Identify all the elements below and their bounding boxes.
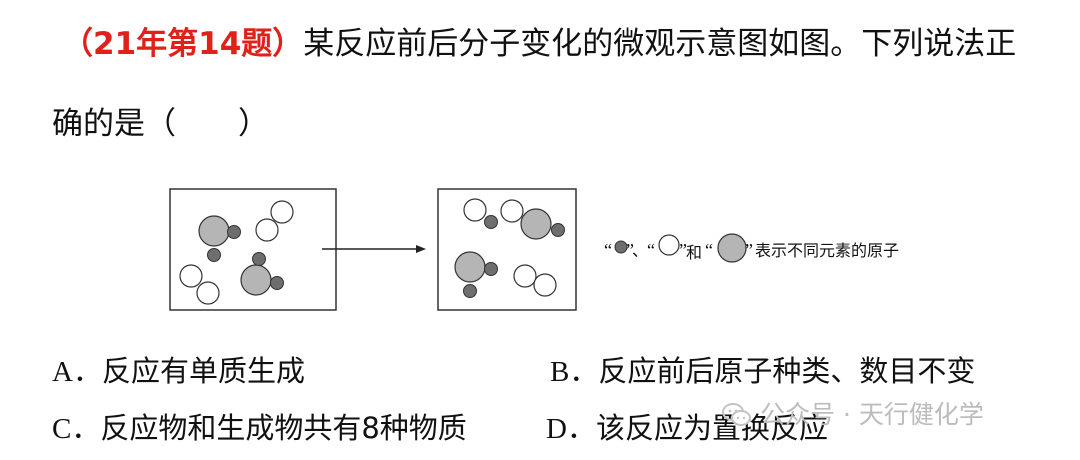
svg-text:“: “	[604, 240, 612, 260]
legend-description: 表示不同元素的原子	[755, 241, 899, 260]
large-atom	[454, 251, 486, 283]
reactant-molecule-white-white	[255, 200, 294, 242]
legend-separator-2: 和	[686, 243, 702, 262]
option-c[interactable]: C．反应物和生成物共有8种物质	[52, 408, 467, 449]
question-line-2: 确的是（ ）	[52, 106, 269, 142]
small-atom	[270, 276, 284, 290]
white-atom	[179, 264, 203, 288]
option-d-letter: D．	[546, 413, 596, 445]
option-b-text: 反应前后原子种类、数目不变	[598, 354, 976, 388]
option-a-text: 反应有单质生成	[101, 354, 305, 388]
option-b-letter: B．	[550, 356, 599, 388]
product-molecule-white-large-small	[500, 199, 565, 240]
watermark: 公众号 · 天行健化学	[722, 398, 984, 432]
svg-text:”: ”	[679, 240, 687, 260]
svg-text:”: ”	[626, 240, 634, 260]
question-line-1: （21年第14题）某反应前后分子变化的微观示意图如图。下列说法正	[62, 22, 1016, 66]
small-atom	[227, 225, 241, 239]
white-atom	[463, 198, 487, 222]
product-molecule-white-white	[513, 264, 557, 297]
option-a-letter: A．	[52, 356, 102, 388]
legend-large-atom	[717, 233, 747, 263]
small-atom	[484, 215, 498, 229]
white-atom	[255, 218, 279, 242]
small-atom	[551, 223, 565, 237]
small-atom	[484, 262, 498, 276]
svg-text:”: ”	[745, 240, 753, 260]
reactant-molecule-large-small-small	[198, 215, 241, 262]
option-d-text: 该反应为置换反应	[595, 411, 828, 445]
small-atom	[252, 252, 266, 266]
option-a[interactable]: A．反应有单质生成	[52, 351, 305, 392]
product-molecule-white-small	[463, 198, 498, 229]
legend-separator-1: 、	[632, 241, 648, 260]
question-text-1: 某反应前后分子变化的微观示意图如图。下列说法正	[303, 26, 1017, 62]
reactant-molecule-white-white	[179, 264, 220, 305]
large-atom	[520, 208, 552, 240]
white-atom	[196, 281, 220, 305]
product-molecule-large-small-small	[454, 251, 498, 298]
reaction-diagram: “ ” 、 “ ” 和 “ ” 表示不同元素的原子	[169, 188, 899, 311]
large-atom	[198, 215, 230, 247]
watermark-text: 公众号 · 天行健化学	[760, 400, 984, 429]
option-c-text: 反应物和生成物共有8种物质	[100, 411, 467, 445]
option-d[interactable]: D．该反应为置换反应	[546, 408, 828, 449]
reactant-molecule-large-small-small	[240, 252, 284, 296]
small-atom	[207, 248, 221, 262]
atom-legend: “ ” 、 “ ” 和 “ ” 表示不同元素的原子	[604, 233, 899, 263]
legend-small-atom	[614, 240, 628, 254]
option-c-letter: C．	[52, 413, 101, 445]
white-atom	[270, 200, 294, 224]
white-atom	[500, 199, 524, 223]
legend-white-atom	[658, 234, 680, 256]
option-b[interactable]: B．反应前后原子种类、数目不变	[550, 351, 975, 392]
wechat-icon	[722, 403, 751, 426]
white-atom	[533, 273, 557, 297]
large-atom	[240, 264, 272, 296]
reaction-arrow	[322, 245, 426, 253]
svg-text:“: “	[705, 240, 713, 260]
white-atom	[513, 264, 537, 288]
svg-text:“: “	[647, 240, 655, 260]
question-tag: （21年第14题）	[62, 26, 304, 62]
small-atom	[463, 284, 477, 298]
